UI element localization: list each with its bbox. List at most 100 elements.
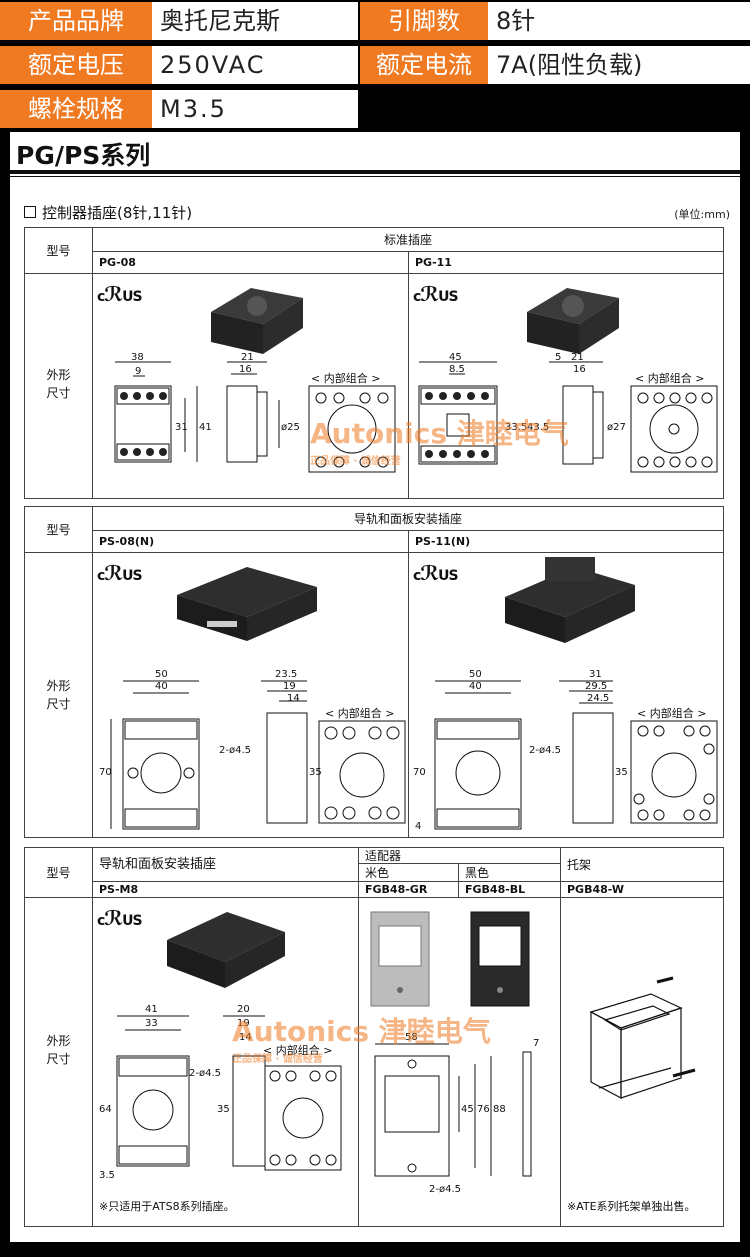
subtitle-text: 控制器插座(8针,11针) <box>42 204 193 222</box>
ps11-drawing-cell: cℛUS <box>409 553 723 837</box>
adapter-header: 适配器 <box>359 848 561 864</box>
model-label: 型号 <box>25 507 93 553</box>
bracket-header: 托架 <box>561 848 723 882</box>
dim-5: 5 <box>555 352 562 363</box>
current-value: 7A(阻性负载) <box>488 46 750 84</box>
psm8-drawing <box>116 912 342 1171</box>
title-rule-thin <box>10 176 740 177</box>
ul-cert-icon: cℛUS <box>97 282 143 306</box>
note-ats8-only: ※只适用于ATS8系列插座。 <box>99 1200 235 1213</box>
dim-76: 76 <box>477 1104 490 1115</box>
inner-combo-label: < 内部组合 > <box>635 372 705 385</box>
section-subtitle: 控制器插座(8针,11针) <box>24 202 192 223</box>
datasheet-page: PG/PS系列 控制器插座(8针,11针) (单位:mm) 型号 标准插座 PG… <box>10 132 740 1242</box>
dim-2-d4-5: 2-ø4.5 <box>189 1068 221 1079</box>
unit-note: (单位:mm) <box>674 208 730 221</box>
dim-50: 50 <box>155 669 168 680</box>
dim-29-5: 29.5 <box>585 681 608 692</box>
watermark-sub: 正品保障 · 诚信经营 <box>310 456 401 467</box>
dim-35: 35 <box>217 1104 230 1115</box>
dim-7: 7 <box>533 1038 540 1049</box>
dim-40: 40 <box>469 681 482 692</box>
dim-58: 58 <box>405 1032 418 1043</box>
table-psm8-accessories: 型号 导轨和面板安装插座 适配器 米色 黑色 托架 PS-M8 FGB48-GR… <box>24 847 724 1227</box>
shape-label: 外形 尺寸 <box>25 274 93 498</box>
dim-21: 21 <box>571 352 584 363</box>
rail-socket-header: 导轨和面板安装插座 <box>93 507 723 531</box>
bolt-value: M3.5 <box>152 90 358 128</box>
bolt-label: 螺栓规格 <box>0 90 152 128</box>
square-bullet-icon <box>24 206 36 218</box>
watermark-cn: 津睦电气 <box>378 1015 491 1048</box>
ul-cert-icon: cℛUS <box>97 906 143 930</box>
model-ps-08n: PS-08(N) <box>93 531 409 553</box>
dim-9: 9 <box>135 366 142 377</box>
watermark-brand: Autonics <box>310 417 448 450</box>
pin-count-label: 引脚数 <box>360 2 488 40</box>
model-pg-11: PG-11 <box>409 252 723 274</box>
watermark-brand: Autonics <box>232 1015 370 1048</box>
psm8-drawing-cell: cℛUS 41 33 20 <box>93 898 359 1226</box>
watermark: Autonics 津睦电气正品保障 · 诚信经营 <box>310 412 569 467</box>
inner-combo-label: < 内部组合 > <box>263 1044 333 1057</box>
dim-35: 35 <box>309 767 322 778</box>
rail-socket-header: 导轨和面板安装插座 <box>93 848 359 882</box>
dim-23-5: 23.5 <box>275 669 298 680</box>
dim-19: 19 <box>237 1018 250 1029</box>
inner-combo-label: < 内部组合 > <box>325 707 395 720</box>
table-rail-socket: 型号 导轨和面板安装插座 PS-08(N) PS-11(N) 外形 尺寸 cℛU… <box>24 506 724 838</box>
pg11-drawing <box>418 288 718 473</box>
model-fgb48-bl: FGB48-BL <box>459 882 561 898</box>
ul-cert-icon: cℛUS <box>413 561 459 585</box>
dim-19: 19 <box>283 681 296 692</box>
inner-combo-label: < 内部组合 > <box>311 372 381 385</box>
dim-45: 45 <box>461 1104 474 1115</box>
pg11-drawing-cell: cℛUS <box>409 274 723 498</box>
model-ps-m8: PS-M8 <box>93 882 359 898</box>
dim-43-5: 43.5 <box>527 422 550 433</box>
dim-31: 31 <box>175 422 188 433</box>
dim-3-5: 3.5 <box>99 1170 115 1181</box>
dim-16: 16 <box>573 364 586 375</box>
pg08-photo <box>211 288 303 354</box>
dim-50: 50 <box>469 669 482 680</box>
note-bracket-sold-separately: ※ATE系列托架单独出售。 <box>567 1200 696 1213</box>
adapter-drawing-cell: 58 7 45 76 88 2-ø4.5 <box>359 898 561 1226</box>
pin-count-value: 8针 <box>488 2 750 40</box>
pg08-drawing-cell: cℛUS <box>93 274 409 498</box>
dim-20: 20 <box>237 1004 250 1015</box>
standard-socket-header: 标准插座 <box>93 228 723 252</box>
dim-8-5: 8.5 <box>449 364 465 375</box>
dim-d25: ø25 <box>281 422 300 433</box>
dim-14: 14 <box>239 1032 252 1043</box>
dim-38: 38 <box>131 352 144 363</box>
model-ps-11n: PS-11(N) <box>409 531 723 553</box>
dim-35: 35 <box>615 767 628 778</box>
dim-16: 16 <box>239 364 252 375</box>
watermark-sub: 正品保障 · 诚信经营 <box>232 1054 323 1065</box>
ps11-drawing <box>434 557 718 830</box>
pg08-drawing <box>114 288 396 473</box>
dim-45: 45 <box>449 352 462 363</box>
dim-21: 21 <box>241 352 254 363</box>
dim-4: 4 <box>415 821 422 832</box>
dim-64: 64 <box>99 1104 112 1115</box>
black-header: 黑色 <box>459 864 561 882</box>
dim-2-d4-5: 2-ø4.5 <box>529 745 561 756</box>
current-label: 额定电流 <box>360 46 488 84</box>
dim-2-d4-5: 2-ø4.5 <box>429 1184 461 1195</box>
shape-label: 外形 尺寸 <box>25 553 93 837</box>
spec-header: 产品品牌 奥托尼克斯 引脚数 8针 额定电压 250VAC 额定电流 7A(阻性… <box>0 0 750 130</box>
bracket-drawing-cell: ※ATE系列托架单独出售。 <box>561 898 723 1226</box>
watermark: Autonics 津睦电气正品保障 · 诚信经营 <box>232 1010 491 1065</box>
model-label: 型号 <box>25 848 93 898</box>
series-title: PG/PS系列 <box>16 141 151 170</box>
ul-cert-icon: cℛUS <box>97 561 143 585</box>
voltage-value: 250VAC <box>152 46 358 84</box>
dim-70: 70 <box>413 767 426 778</box>
dim-33: 33 <box>145 1018 158 1029</box>
ps08-drawing <box>110 567 406 830</box>
brand-label: 产品品牌 <box>0 2 152 40</box>
dim-31: 31 <box>589 669 602 680</box>
model-fgb48-gr: FGB48-GR <box>359 882 459 898</box>
